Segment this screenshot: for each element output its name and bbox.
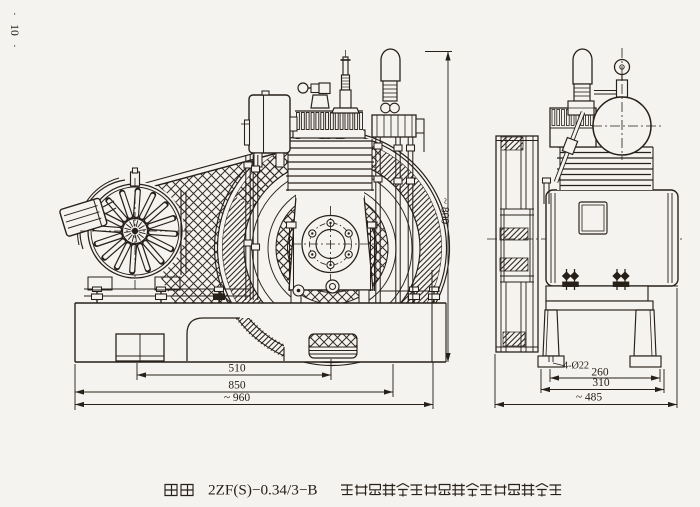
svg-text:~ 800: ~ 800	[439, 198, 451, 225]
svg-text:850: 850	[228, 380, 246, 392]
svg-text:310: 310	[592, 377, 610, 389]
svg-text:10: 10	[8, 24, 20, 36]
svg-text:510: 510	[228, 363, 246, 375]
svg-text:~ 485: ~ 485	[576, 392, 603, 404]
svg-text:2ZF(S)−0.34/3−B: 2ZF(S)−0.34/3−B	[208, 482, 318, 499]
svg-text:~ 960: ~ 960	[224, 392, 251, 404]
svg-text:4-Ø22: 4-Ø22	[563, 361, 589, 372]
svg-text:260: 260	[591, 367, 609, 379]
svg-text:·: ·	[8, 12, 20, 16]
svg-text:·: ·	[8, 44, 20, 48]
